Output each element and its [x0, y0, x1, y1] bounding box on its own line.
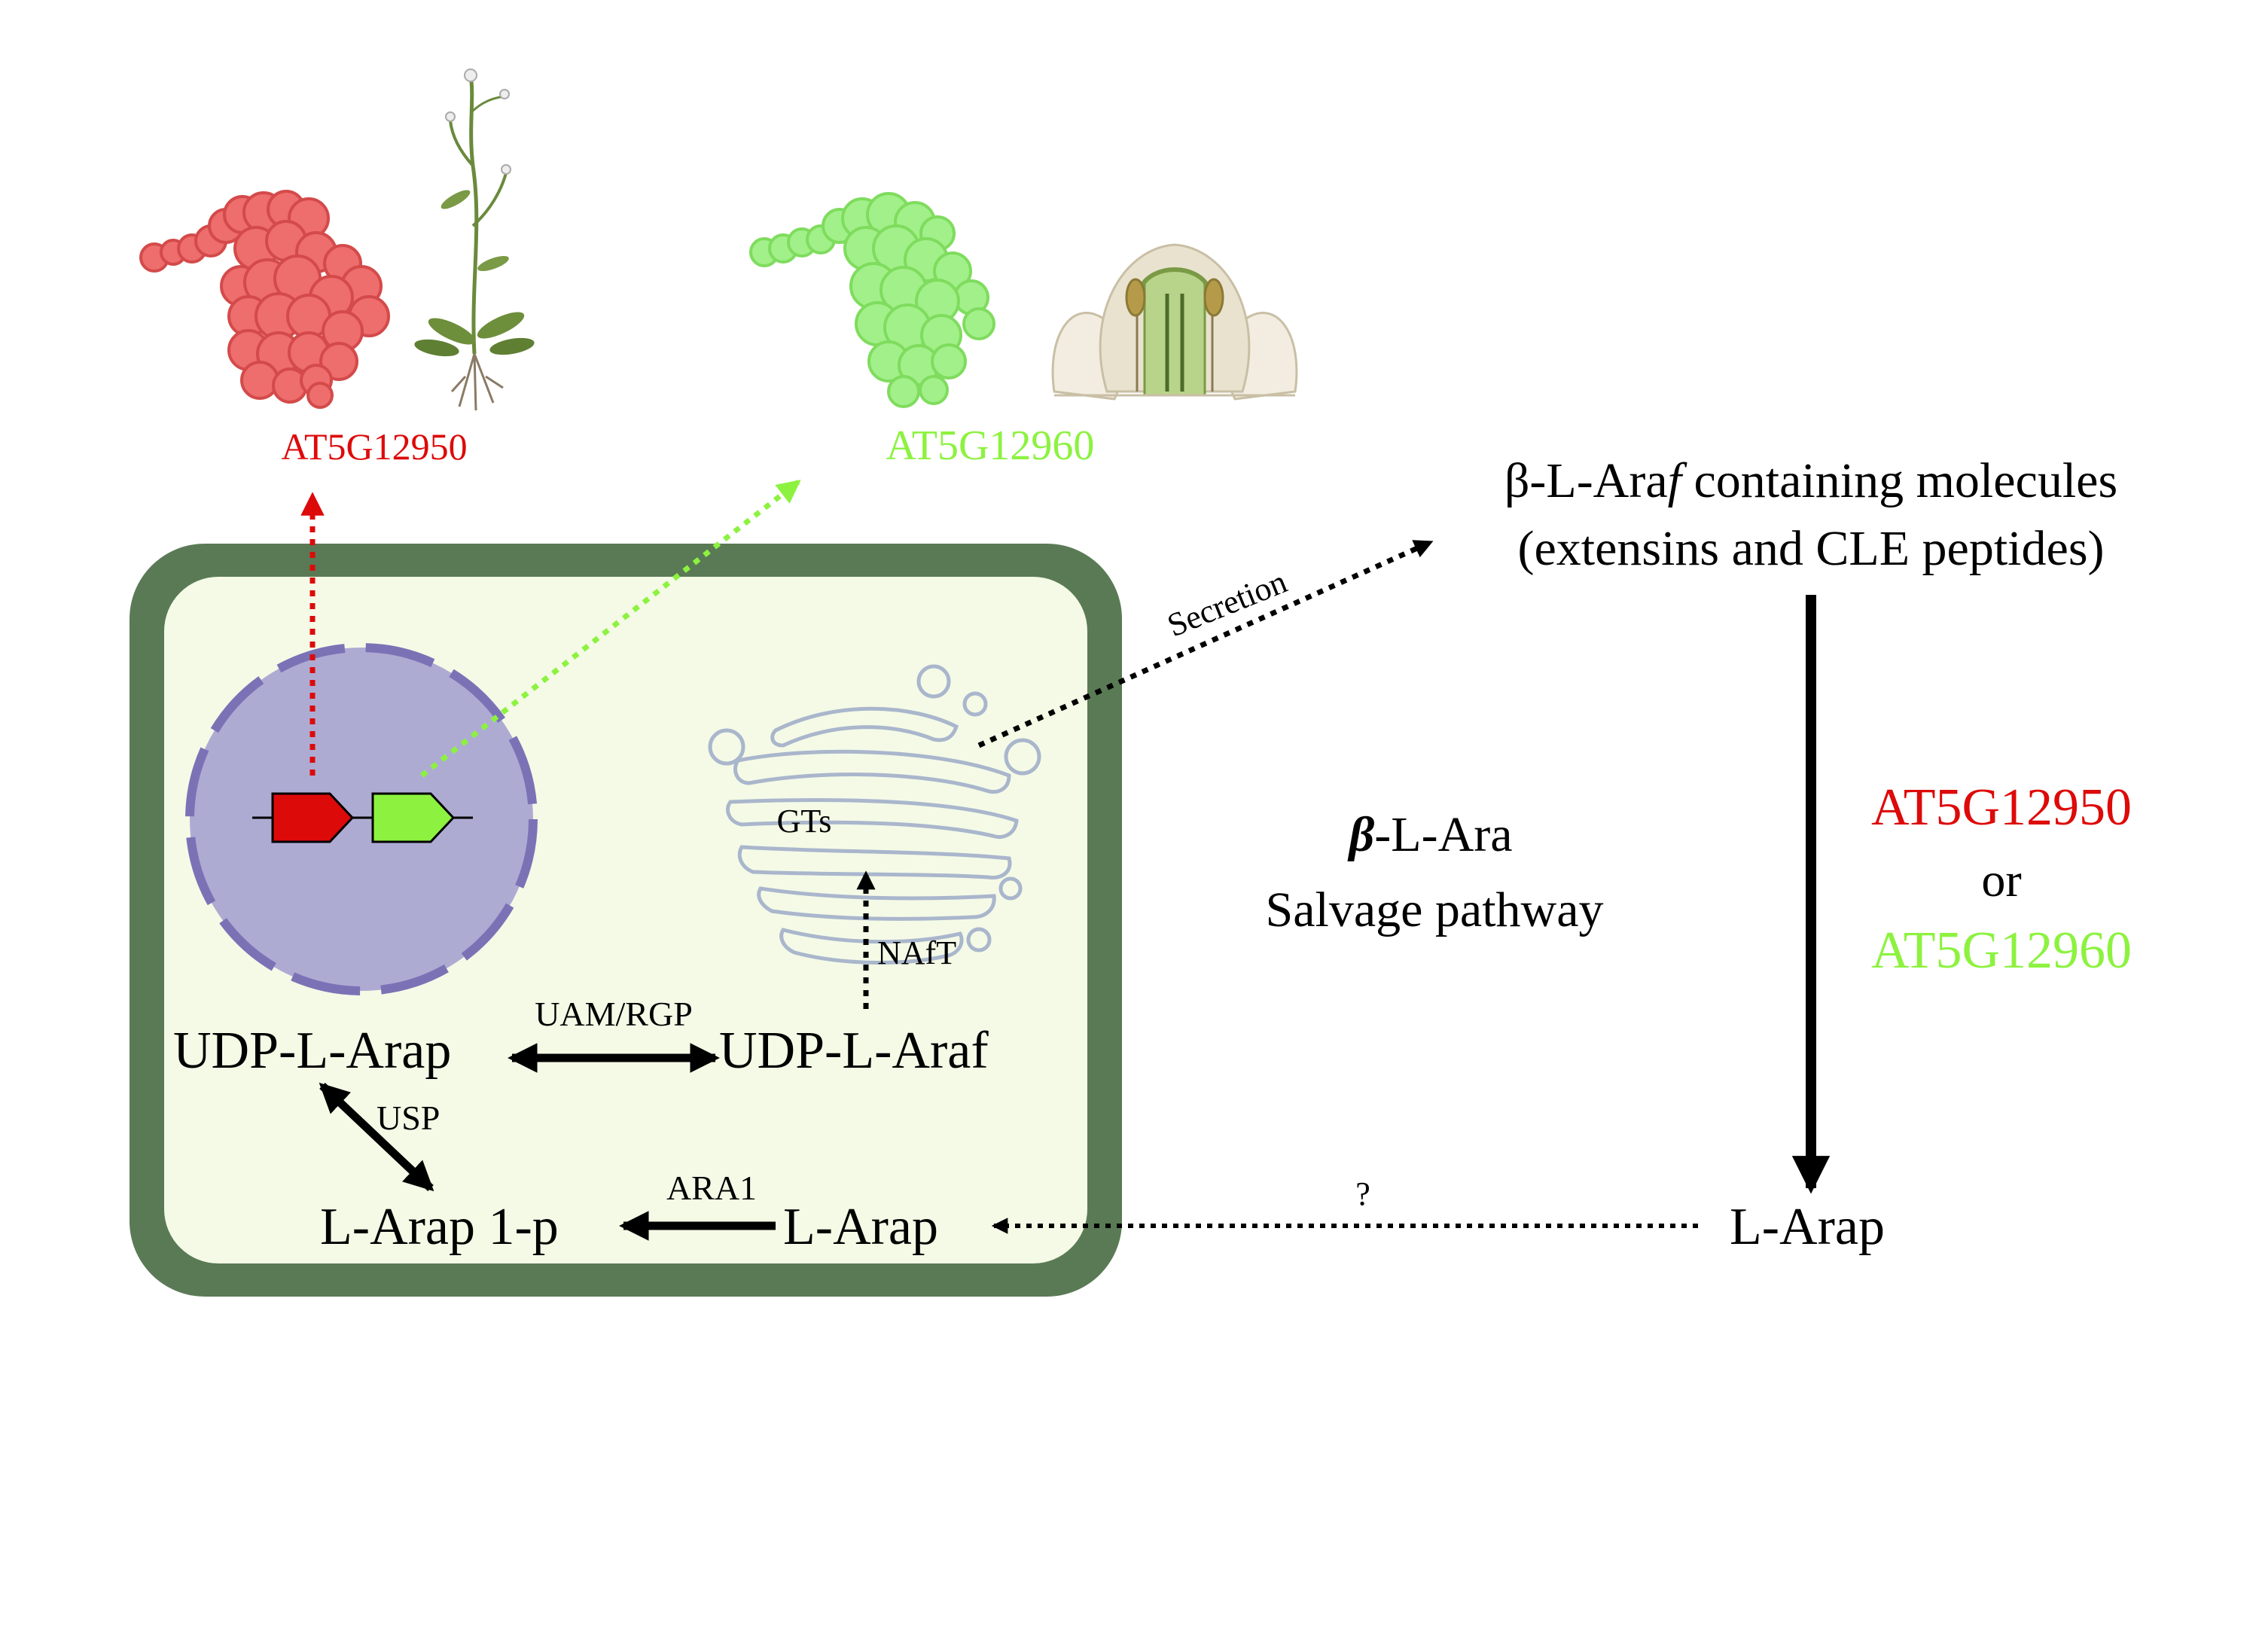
flower-section-icon [1051, 243, 1298, 401]
pathway-beta: β [1346, 807, 1374, 862]
pathway-title-line1: β-L-Ara [1346, 807, 1512, 862]
gene2-top-label: AT5G12960 [886, 422, 1095, 469]
enzyme-gene1-label: AT5G12950 [1871, 779, 2132, 837]
udp-arap: UDP-L-Arap [173, 1022, 451, 1080]
protein-green-icon [749, 192, 995, 408]
molecules-suffix: containing molecules [1681, 453, 2117, 508]
usp-label: USP [376, 1099, 440, 1137]
golgi-apparatus [708, 664, 1041, 965]
molecules-line1: β-L-Araf containing molecules [1504, 453, 2117, 508]
gene2-block-icon [371, 792, 456, 843]
enzyme-gene2-label: AT5G12960 [1871, 922, 2132, 980]
secretion-arrow [977, 539, 1434, 748]
arap-external: L-Arap [1730, 1198, 1885, 1256]
usp-arrow [319, 1082, 434, 1192]
molecules-line2: (extensins and CLE peptides) [1518, 521, 2105, 576]
pathway-title-line2: Salvage pathway [1265, 882, 1603, 937]
naft-label: NAfT [877, 934, 956, 971]
arap-1p: L-Arap 1-p [320, 1198, 559, 1256]
pathway-ara: -L-Ara [1374, 807, 1512, 862]
ara1-label: ARA1 [666, 1169, 757, 1207]
gene2-expression-arrow [419, 480, 801, 778]
molecules-prefix: β-L-Ara [1504, 453, 1668, 508]
uam-rgp-label: UAM/RGP [535, 995, 693, 1033]
uptake-question-mark: ? [1355, 1175, 1370, 1212]
protein-red-icon [139, 190, 390, 409]
arap-internal: L-Arap [783, 1198, 938, 1256]
enzyme-or-label: or [1981, 853, 2021, 907]
udp-araf: UDP-L-Araf [719, 1022, 989, 1080]
gene1-top-label: AT5G12950 [281, 425, 467, 468]
arabidopsis-plant-icon [414, 69, 535, 411]
nucleus [185, 643, 538, 995]
golgi-label: GTs [777, 803, 832, 840]
gene1-block-icon [271, 792, 355, 843]
